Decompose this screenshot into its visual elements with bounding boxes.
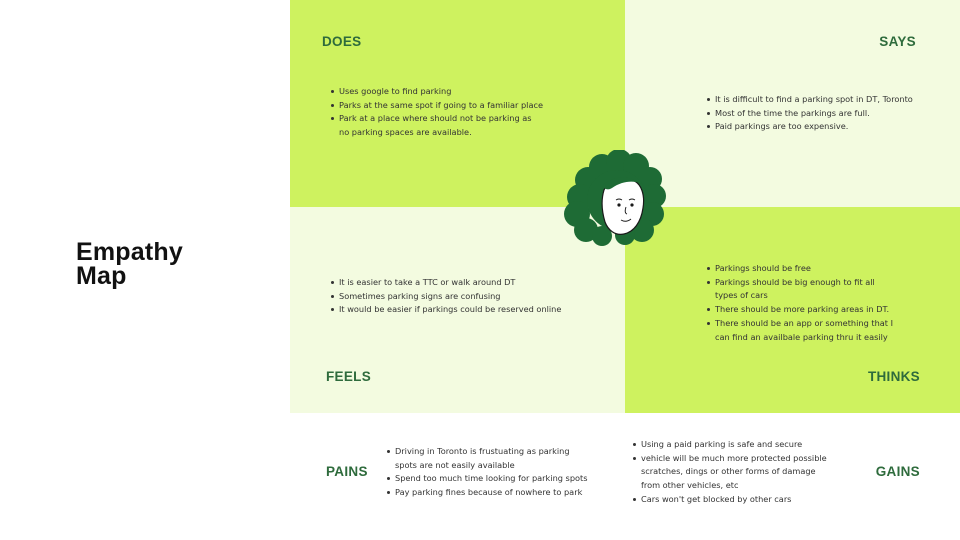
title-line-1: Empathy: [76, 238, 183, 266]
title-line-2: Map: [76, 262, 127, 290]
list-item: Uses google to find parking: [330, 85, 543, 99]
thinks-quadrant: [625, 207, 960, 413]
list-item: Parkings should be free: [706, 262, 893, 276]
list-item: Paid parkings are too expensive.: [706, 120, 913, 134]
pains-list: Driving in Toronto is frustuating as par…: [386, 445, 588, 500]
does-quadrant: [290, 0, 625, 207]
list-item: There should be an app or something that…: [706, 317, 893, 344]
page-title: Empathy Map: [76, 238, 183, 290]
does-list: Uses google to find parking Parks at the…: [330, 85, 543, 140]
thinks-list: Parkings should be free Parkings should …: [706, 262, 893, 344]
feels-list: It is easier to take a TTC or walk aroun…: [330, 276, 561, 317]
list-item: Pay parking fines because of nowhere to …: [386, 486, 588, 500]
list-item: Driving in Toronto is frustuating as par…: [386, 445, 588, 472]
thinks-heading: THINKS: [867, 369, 920, 384]
does-heading: DOES: [322, 34, 362, 49]
says-list: It is difficult to find a parking spot i…: [706, 93, 913, 134]
says-quadrant: [625, 0, 960, 207]
list-item: Parkings should be big enough to fit all…: [706, 276, 893, 303]
list-item: It would be easier if parkings could be …: [330, 303, 561, 317]
feels-heading: FEELS: [326, 369, 372, 384]
gains-list: Using a paid parking is safe and secure …: [632, 438, 827, 507]
list-item: Parks at the same spot if going to a fam…: [330, 99, 543, 113]
list-item: vehicle will be much more protected poss…: [632, 452, 827, 493]
list-item: Cars won't get blocked by other cars: [632, 493, 827, 507]
list-item: It is easier to take a TTC or walk aroun…: [330, 276, 561, 290]
list-item: Spend too much time looking for parking …: [386, 472, 588, 486]
list-item: There should be more parking areas in DT…: [706, 303, 893, 317]
list-item: Most of the time the parkings are full.: [706, 107, 913, 121]
feels-quadrant: [290, 207, 625, 413]
list-item: Park at a place where should not be park…: [330, 112, 543, 139]
pains-heading: PAINS: [326, 464, 368, 479]
says-heading: SAYS: [879, 34, 916, 49]
gains-heading: GAINS: [875, 464, 920, 479]
list-item: Sometimes parking signs are confusing: [330, 290, 561, 304]
persona-face-icon: [564, 150, 666, 246]
list-item: Using a paid parking is safe and secure: [632, 438, 827, 452]
list-item: It is difficult to find a parking spot i…: [706, 93, 913, 107]
